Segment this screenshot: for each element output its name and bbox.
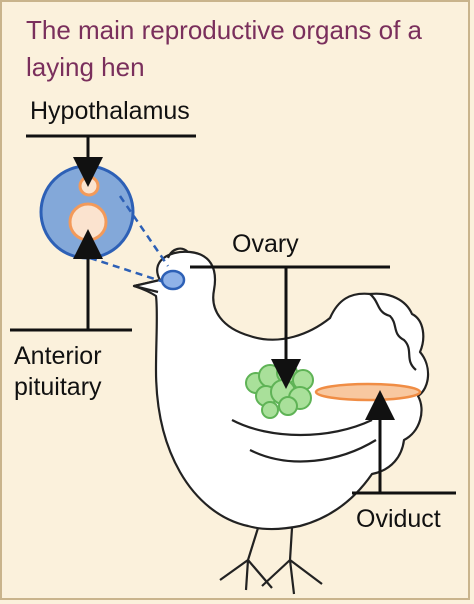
hen-silhouette — [132, 247, 430, 595]
anterior-pituitary-label-line1: Anterior — [14, 342, 102, 370]
head-brain-marker — [160, 269, 186, 291]
hypothalamus-gland — [78, 175, 100, 197]
anterior-pituitary-label-line2: pituitary — [14, 373, 102, 401]
hypothalamus-label: Hypothalamus — [30, 97, 190, 125]
pituitary-gland — [68, 202, 108, 242]
zoom-line-bottom — [89, 256, 165, 284]
ovary-label: Ovary — [232, 230, 299, 258]
oviduct-label: Oviduct — [356, 505, 441, 533]
diagram-title: The main reproductive organs of a laying… — [26, 15, 422, 82]
zoom-line-top — [118, 195, 170, 267]
oviduct-shape — [314, 382, 422, 402]
